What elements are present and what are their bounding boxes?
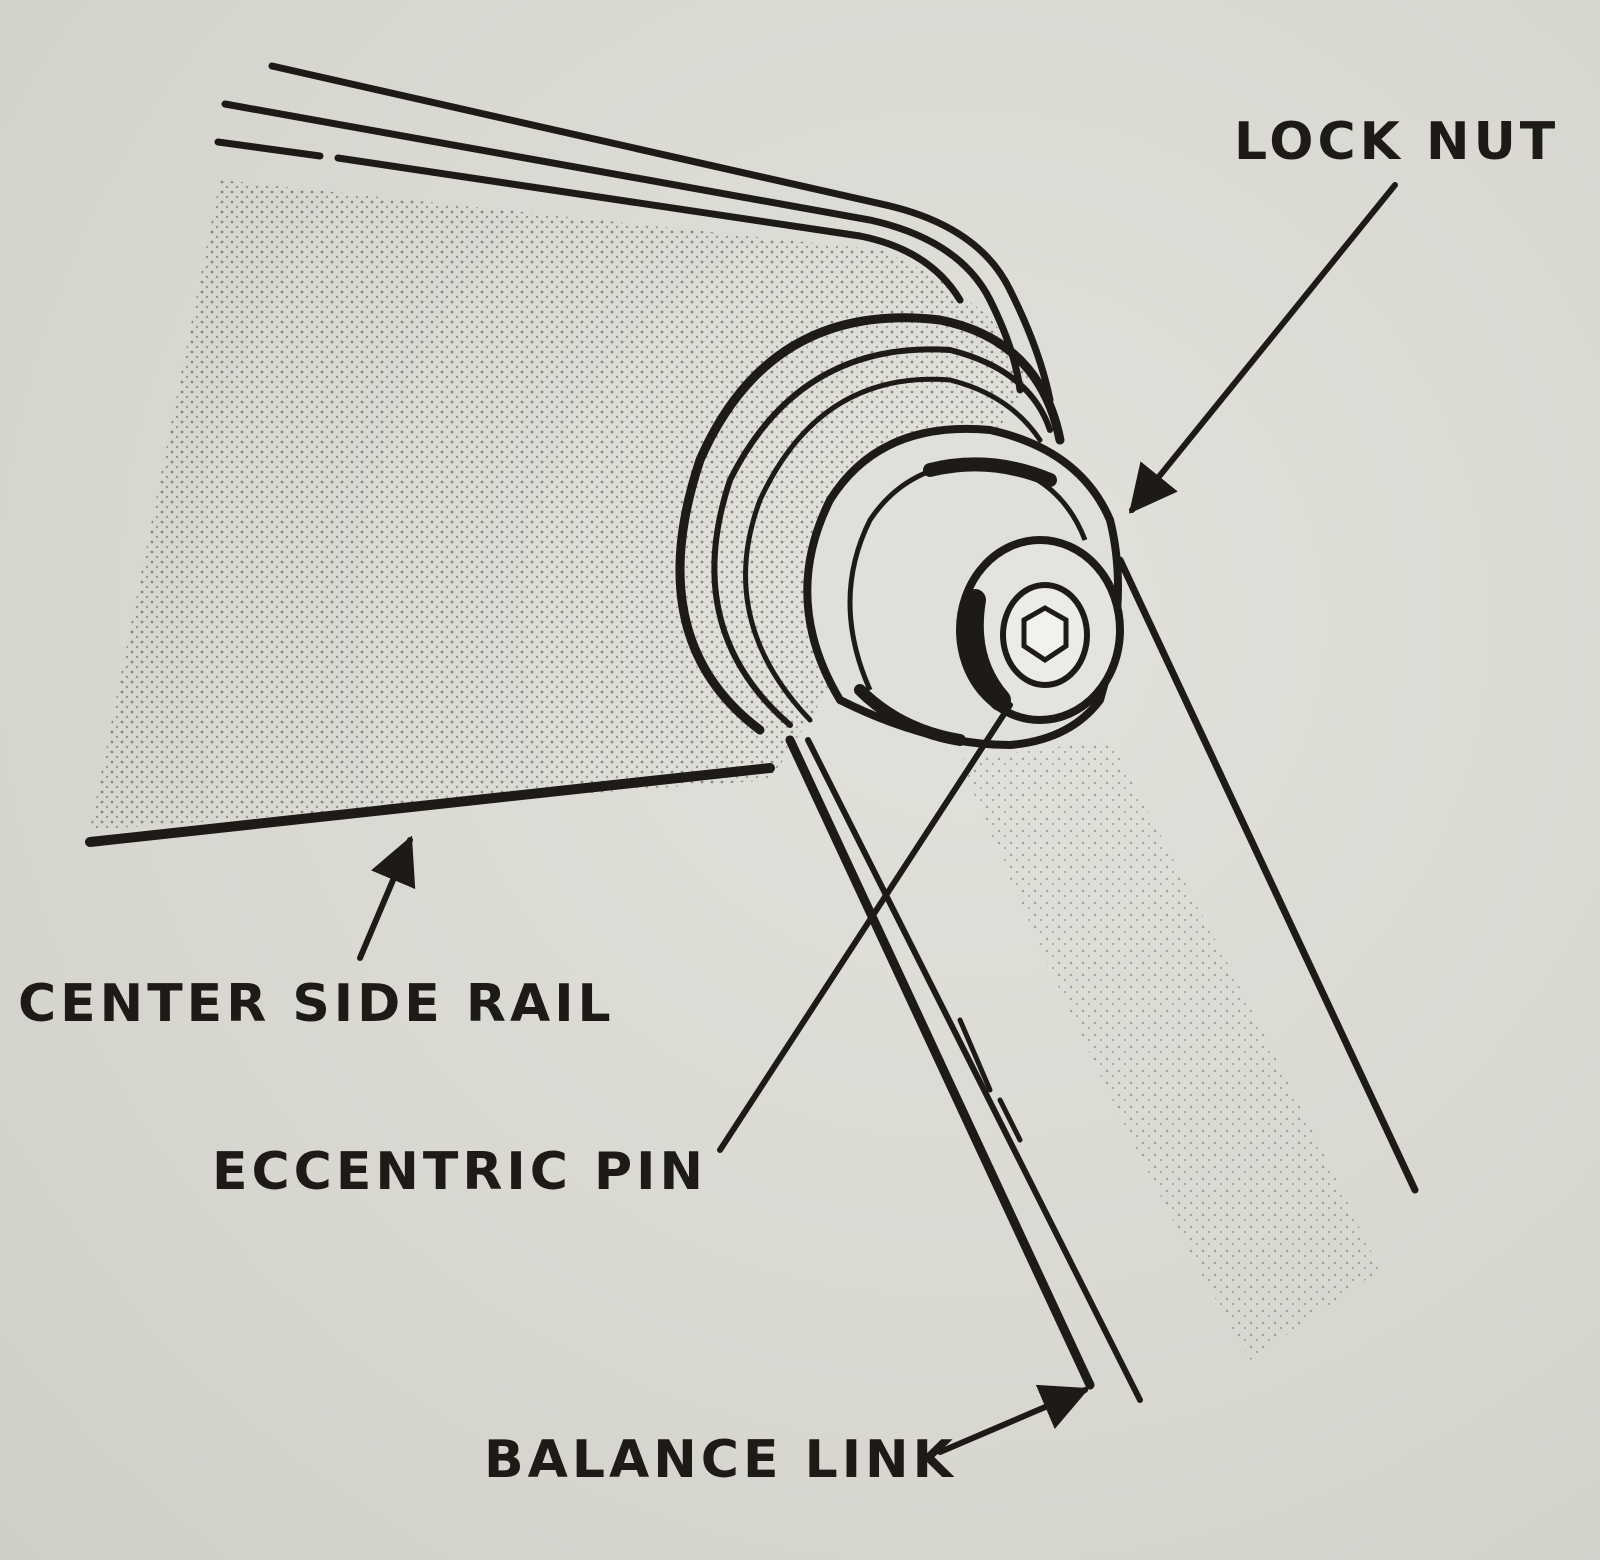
bushing-rings bbox=[675, 313, 1065, 735]
hex-socket bbox=[1021, 605, 1069, 664]
lock-nut-leader bbox=[1128, 182, 1398, 514]
balance-link-leader bbox=[937, 1384, 1090, 1455]
center-side-rail-leader bbox=[357, 835, 416, 961]
center-side-rail-edge bbox=[85, 763, 775, 847]
balance-link-panel bbox=[960, 740, 1380, 1360]
eccentric-pin-label: ECCENTRIC PIN bbox=[212, 1142, 707, 1202]
balance-link-edges bbox=[785, 556, 1419, 1403]
lock-nut-label: LOCK NUT bbox=[1234, 112, 1560, 172]
leader-lines bbox=[357, 182, 1398, 1455]
center-side-rail-label: CENTER SIDE RAIL bbox=[18, 974, 615, 1034]
balance-link-label: BALANCE LINK bbox=[484, 1430, 957, 1490]
eccentric-pin-leader bbox=[717, 702, 1013, 1153]
eccentric-pin-head bbox=[956, 536, 1124, 724]
